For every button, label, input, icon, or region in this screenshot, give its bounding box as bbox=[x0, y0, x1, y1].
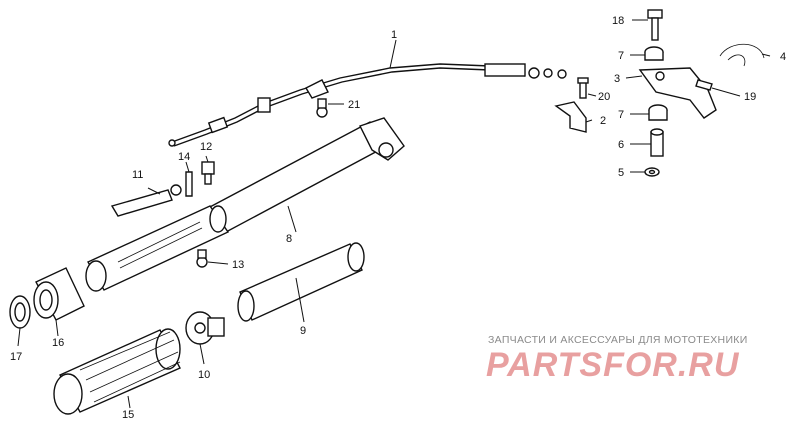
bolt-18 bbox=[647, 9, 663, 41]
spring-4 bbox=[719, 43, 765, 67]
callout-13: 13 bbox=[232, 259, 244, 271]
grip-end-weight bbox=[33, 267, 85, 321]
bracket-3 bbox=[638, 67, 717, 119]
bolt-12 bbox=[201, 161, 215, 185]
grip-pipe bbox=[237, 242, 365, 322]
callout-15: 15 bbox=[122, 409, 134, 421]
callout-1: 1 bbox=[391, 29, 397, 41]
cable-end-fitting bbox=[110, 184, 182, 217]
callout-10: 10 bbox=[198, 369, 210, 381]
callout-6: 6 bbox=[618, 139, 624, 151]
callout-17: 17 bbox=[10, 351, 22, 363]
callout-20: 20 bbox=[598, 91, 610, 103]
clip-14 bbox=[185, 171, 193, 197]
throttle-pipe bbox=[85, 117, 405, 292]
callout-19: 19 bbox=[744, 91, 756, 103]
handle-grip bbox=[53, 328, 181, 415]
callout-4: 4 bbox=[780, 51, 786, 63]
callout-8: 8 bbox=[286, 233, 292, 245]
callout-12: 12 bbox=[200, 141, 212, 153]
collar-7-bottom bbox=[648, 104, 668, 121]
callout-9: 9 bbox=[300, 325, 306, 337]
throttle-cable bbox=[168, 63, 567, 147]
callout-11: 11 bbox=[132, 169, 143, 181]
grip-end-cap bbox=[9, 295, 31, 329]
callout-21: 21 bbox=[348, 99, 360, 111]
screw-19 bbox=[695, 79, 713, 91]
callout-5: 5 bbox=[618, 167, 624, 179]
leader-lines bbox=[17, 19, 771, 409]
callout-7-bottom: 7 bbox=[618, 109, 624, 121]
callout-7-top: 7 bbox=[618, 50, 624, 62]
callout-14: 14 bbox=[178, 151, 190, 163]
screw-13 bbox=[196, 249, 208, 268]
throttle-stop-knob bbox=[185, 311, 225, 345]
bracket-2 bbox=[554, 101, 587, 133]
callout-16: 16 bbox=[52, 337, 64, 349]
callout-18: 18 bbox=[612, 15, 624, 27]
callout-3: 3 bbox=[614, 73, 620, 85]
watermark-caption: ЗАПЧАСТИ И АКСЕССУАРЫ ДЛЯ МОТОТЕХНИКИ bbox=[488, 334, 748, 346]
screw-21 bbox=[316, 98, 328, 118]
washer-5 bbox=[644, 167, 660, 177]
screw-20 bbox=[577, 77, 589, 99]
pin-6 bbox=[650, 128, 664, 157]
watermark-logo: PARTSFOR.RU bbox=[486, 346, 740, 384]
callout-2: 2 bbox=[600, 115, 606, 127]
collar-7-top bbox=[644, 46, 664, 61]
